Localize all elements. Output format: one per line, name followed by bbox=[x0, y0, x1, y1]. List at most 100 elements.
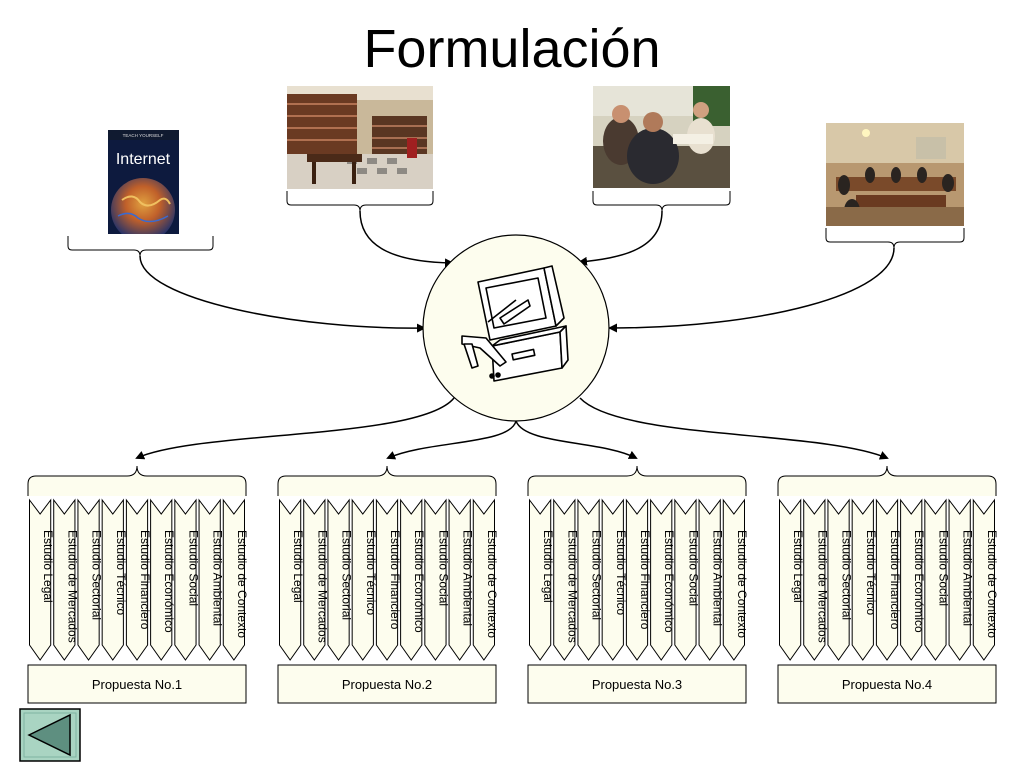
study-column bbox=[827, 498, 850, 661]
study-column bbox=[303, 498, 326, 661]
arrow-center-to-group-1 bbox=[135, 397, 455, 460]
photo-brace-4 bbox=[825, 228, 965, 249]
study-label: Estudio Técnico bbox=[614, 530, 628, 615]
study-label: Estudio Financiero bbox=[138, 530, 152, 630]
study-group-3: Estudio Legal Estudio de Mercados Estudio … bbox=[527, 465, 749, 704]
study-label: Estudio Económico bbox=[162, 530, 176, 633]
study-column bbox=[722, 498, 745, 661]
study-column bbox=[150, 498, 173, 661]
book-brand: TEACH YOURSELF bbox=[123, 133, 164, 138]
library-image bbox=[287, 86, 433, 189]
study-column bbox=[279, 498, 302, 661]
proposal-box bbox=[777, 664, 997, 704]
study-column bbox=[900, 498, 923, 661]
group-brace bbox=[777, 465, 997, 496]
study-column bbox=[553, 498, 576, 661]
study-label: Estudio Ambiental bbox=[461, 530, 475, 626]
study-label: Estudio Legal bbox=[791, 530, 805, 603]
study-column bbox=[53, 498, 76, 661]
study-label: Estudio Técnico bbox=[864, 530, 878, 615]
proposal-label: Propuesta No.1 bbox=[92, 677, 182, 692]
study-column bbox=[472, 498, 495, 661]
arrow-internet-to-center bbox=[139, 255, 426, 333]
study-column bbox=[448, 498, 471, 661]
photo-brace-2 bbox=[286, 191, 434, 212]
group-brace bbox=[27, 465, 247, 496]
study-column bbox=[972, 498, 995, 661]
study-label: Estudio de Mercados bbox=[565, 530, 579, 643]
study-label: Estudio Social bbox=[186, 530, 200, 606]
group-brace bbox=[527, 465, 747, 496]
study-column bbox=[851, 498, 874, 661]
study-column bbox=[351, 498, 374, 661]
study-label: Estudio de Contexto bbox=[485, 530, 499, 638]
back-button[interactable] bbox=[19, 708, 81, 762]
study-column bbox=[327, 498, 350, 661]
study-label: Estudio Sectorial bbox=[840, 530, 854, 620]
study-label: Estudio Económico bbox=[662, 530, 676, 633]
study-column bbox=[77, 498, 100, 661]
study-column bbox=[698, 498, 721, 661]
study-label: Estudio Social bbox=[436, 530, 450, 606]
study-column bbox=[29, 498, 52, 661]
study-column bbox=[174, 498, 197, 661]
arrow-meeting-to-center bbox=[578, 210, 663, 266]
study-label: Estudio Técnico bbox=[114, 530, 128, 615]
study-group-4: Estudio Legal Estudio de Mercados Estudio … bbox=[777, 465, 999, 704]
study-column bbox=[674, 498, 697, 661]
proposal-box bbox=[527, 664, 747, 704]
study-column bbox=[625, 498, 649, 661]
study-label: Estudio Legal bbox=[541, 530, 555, 603]
proposal-label: Propuesta No.4 bbox=[842, 677, 932, 692]
study-label: Estudio Técnico bbox=[364, 530, 378, 615]
study-column bbox=[577, 498, 600, 661]
photo-brace-1 bbox=[67, 236, 214, 257]
arrow-center-to-group-2 bbox=[386, 420, 517, 460]
arrow-center-to-group-3 bbox=[515, 420, 638, 459]
study-group-1: Estudio Legal Estudio de Mercados Estudio … bbox=[27, 465, 249, 704]
meeting-room-image bbox=[826, 123, 964, 226]
study-column bbox=[424, 498, 447, 661]
study-column bbox=[875, 498, 899, 661]
study-column bbox=[779, 498, 802, 661]
study-label: Estudio Sectorial bbox=[90, 530, 104, 620]
proposal-box bbox=[27, 664, 247, 704]
study-column bbox=[529, 498, 552, 661]
study-label: Estudio Financiero bbox=[638, 530, 652, 630]
computer-icon bbox=[461, 265, 569, 382]
study-label: Estudio Legal bbox=[291, 530, 305, 603]
study-column bbox=[375, 498, 399, 661]
study-label: Estudio Sectorial bbox=[340, 530, 354, 620]
study-label: Estudio Sectorial bbox=[590, 530, 604, 620]
meeting-small-image bbox=[593, 86, 730, 188]
internet-book-image: TEACH YOURSELF Internet bbox=[108, 130, 179, 234]
study-label: Estudio de Contexto bbox=[735, 530, 749, 638]
study-column bbox=[924, 498, 947, 661]
study-label: Estudio Ambiental bbox=[211, 530, 225, 626]
study-label: Estudio Económico bbox=[912, 530, 926, 633]
study-column bbox=[650, 498, 673, 661]
study-label: Estudio Ambiental bbox=[711, 530, 725, 626]
study-column bbox=[101, 498, 124, 661]
study-label: Estudio Financiero bbox=[888, 530, 902, 630]
study-label: Estudio Económico bbox=[412, 530, 426, 633]
proposal-label: Propuesta No.3 bbox=[592, 677, 682, 692]
study-label: Estudio de Contexto bbox=[235, 530, 249, 638]
study-label: Estudio de Mercados bbox=[815, 530, 829, 643]
study-label: Estudio de Contexto bbox=[985, 530, 999, 638]
study-group-2: Estudio Legal Estudio de Mercados Estudio … bbox=[277, 465, 499, 704]
proposal-box bbox=[277, 664, 497, 704]
study-label: Estudio Legal bbox=[41, 530, 55, 603]
study-label: Estudio Ambiental bbox=[961, 530, 975, 626]
arrow-room-to-center bbox=[608, 247, 895, 333]
study-column bbox=[803, 498, 826, 661]
book-title: Internet bbox=[116, 151, 171, 168]
photo-brace-3 bbox=[592, 191, 731, 212]
study-label: Estudio de Mercados bbox=[315, 530, 329, 643]
study-column bbox=[948, 498, 971, 661]
study-label: Estudio de Mercados bbox=[65, 530, 79, 643]
study-column bbox=[125, 498, 149, 661]
study-label: Estudio Financiero bbox=[388, 530, 402, 630]
proposal-label: Propuesta No.2 bbox=[342, 677, 432, 692]
